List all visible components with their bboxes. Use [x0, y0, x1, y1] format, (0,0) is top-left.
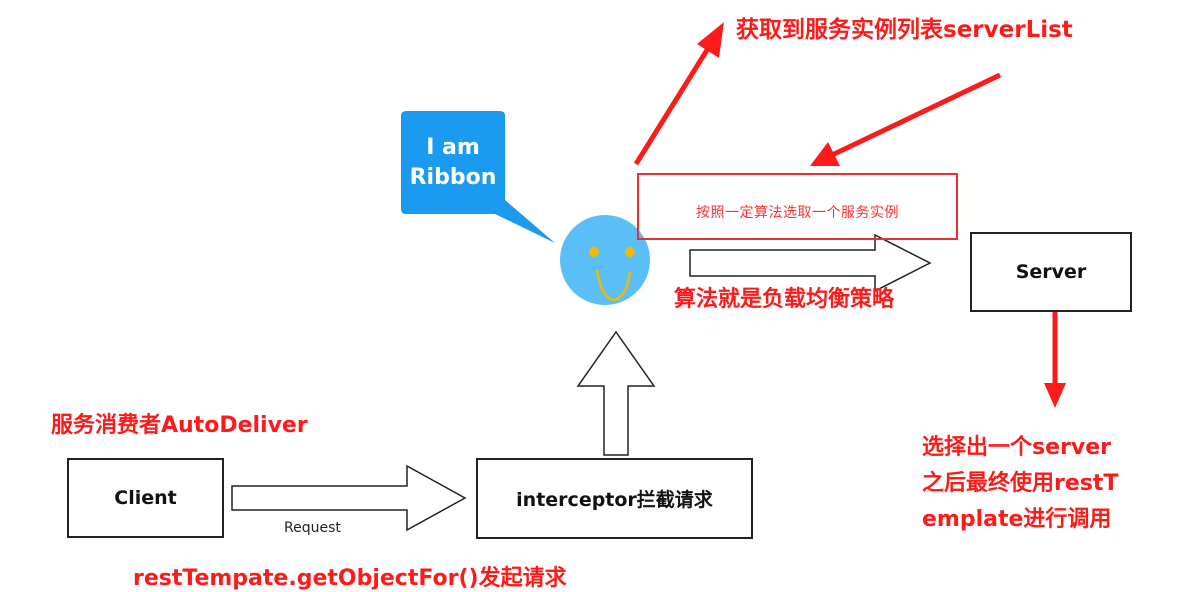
- ribbon-face-icon: [560, 215, 650, 305]
- red-arrow-to-algo: [810, 72, 1002, 166]
- speech-bubble: [401, 111, 555, 243]
- algo-select-label: 按照一定算法选取一个服务实例: [696, 204, 899, 221]
- algo-select-box: 按照一定算法选取一个服务实例: [637, 173, 958, 240]
- hollow-arrow-up: [576, 330, 656, 456]
- serverlist-label: 获取到服务实例列表serverList: [736, 17, 1073, 43]
- red-arrow-to-serverlist: [633, 22, 724, 166]
- request-label: Request: [284, 520, 341, 536]
- server-label: Server: [1015, 261, 1087, 283]
- hollow-arrow-to-server: [689, 233, 932, 293]
- algo-strategy-label: 算法就是负载均衡策略: [674, 287, 895, 312]
- consumer-label: 服务消费者AutoDeliver: [51, 413, 308, 438]
- bubble-line-1: I am: [426, 135, 480, 160]
- client-label: Client: [114, 487, 177, 509]
- interceptor-box: interceptor拦截请求: [476, 458, 753, 539]
- server-box: Server: [970, 232, 1132, 312]
- client-box: Client: [67, 458, 224, 538]
- hollow-arrow-request: [231, 464, 467, 532]
- rest-call-label: restTempate.getObjectFor()发起请求: [133, 566, 567, 591]
- red-arrow-from-server: [1044, 312, 1066, 408]
- interceptor-label: interceptor拦截请求: [516, 489, 713, 511]
- server-select-label: 选择出一个server 之后最终使用restT emplate进行调用: [922, 435, 1119, 532]
- bubble-line-2: Ribbon: [409, 165, 497, 190]
- bubble-text: I am Ribbon: [402, 111, 504, 215]
